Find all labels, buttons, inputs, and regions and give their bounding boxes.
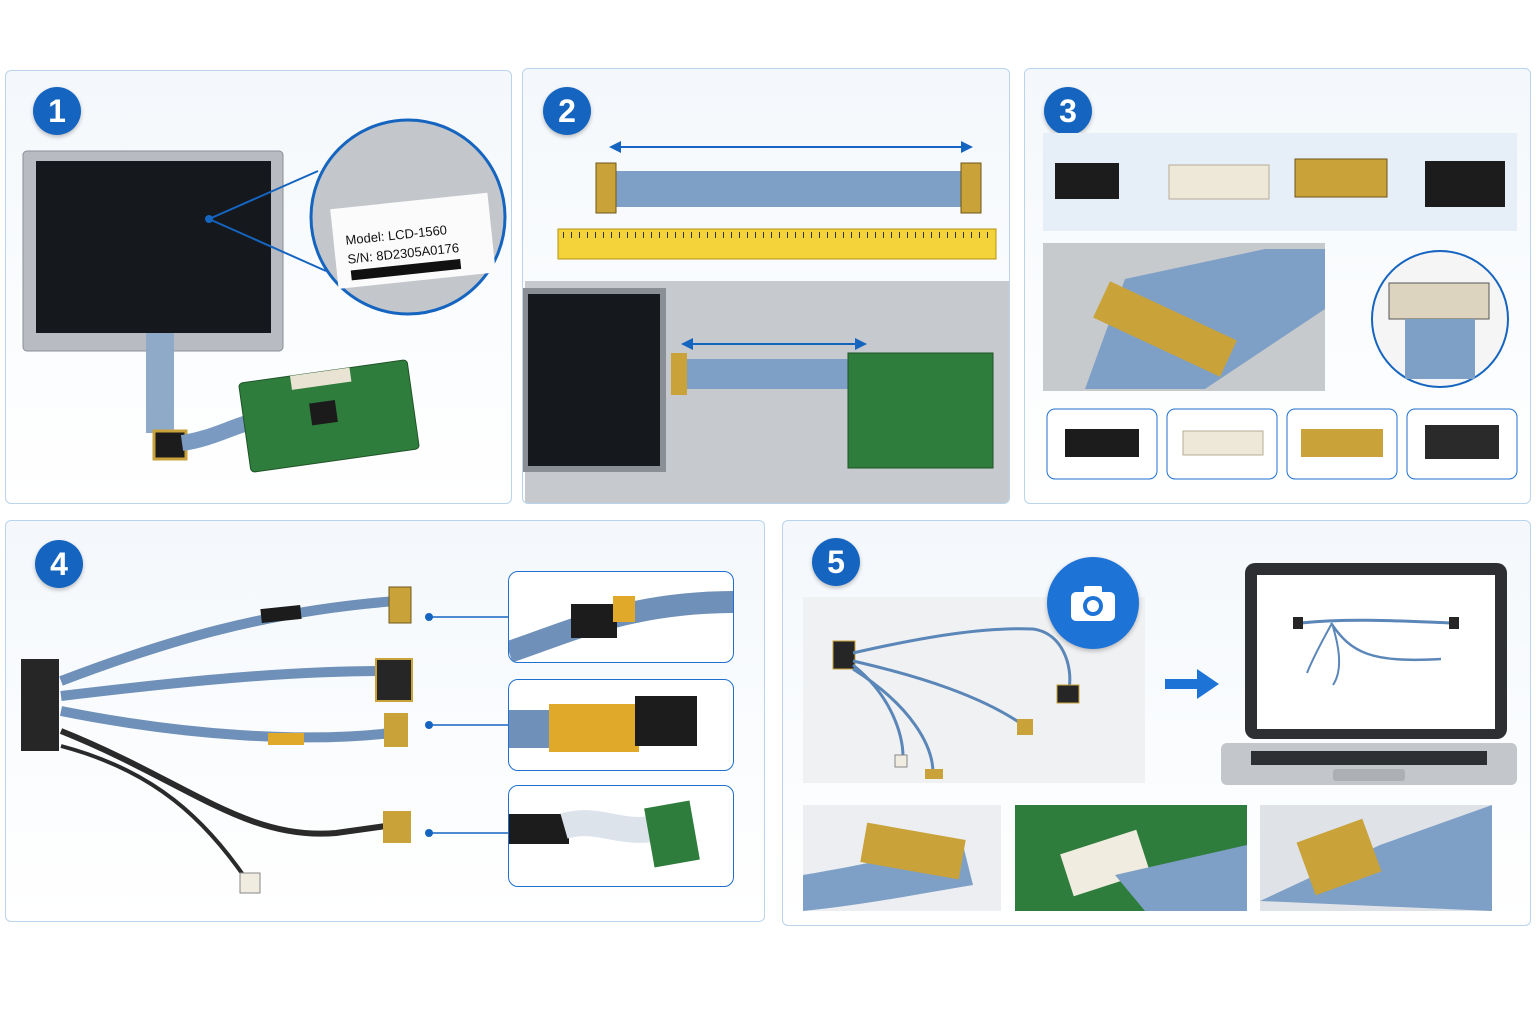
- step-4-badge: 4: [35, 540, 83, 588]
- result-photo-board-connector: [1015, 805, 1247, 911]
- thumb-connector-pins: [1425, 425, 1499, 459]
- captured-branch-4: [852, 667, 935, 774]
- pointer-dot-3: [425, 829, 433, 837]
- harness-branch-5: [60, 744, 248, 881]
- laptop-preview: [1221, 563, 1517, 785]
- captured-branch-2: [852, 659, 1024, 727]
- lcd-screen: [36, 161, 271, 333]
- step-3-badge: 3: [1044, 87, 1092, 135]
- result-photo-gold-connector: [803, 805, 1001, 911]
- captured-branch-1: [852, 627, 1072, 690]
- installed-connector-left: [671, 353, 687, 395]
- detail-board-cable-black: [509, 814, 569, 844]
- length-arrow-left-head: [609, 141, 621, 153]
- laptop-screen-branch-c: [1332, 626, 1340, 686]
- laptop-screen-branch-b: [1306, 624, 1332, 674]
- thumb-connector-black: [1065, 429, 1139, 457]
- cable-connector-right: [960, 162, 982, 214]
- step-3-illustration: [1043, 133, 1518, 480]
- step-1-illustration: Model: LCD-1560 S/N: 8D2305A0176: [22, 118, 507, 473]
- connector-white-1: [1168, 164, 1270, 200]
- step-5-badge: 5: [812, 538, 860, 586]
- branch-4-connector: [383, 811, 411, 843]
- branch-3-tape: [268, 733, 304, 745]
- installed-arrow-left-head: [681, 338, 693, 350]
- captured-connector-3: [894, 754, 908, 768]
- detail-sleeve-tape: [613, 596, 635, 622]
- step-4-illustration: [21, 586, 510, 894]
- thumb-connector-white: [1182, 430, 1264, 456]
- zoom-wires: [1405, 319, 1475, 379]
- branch-5-plug: [239, 872, 261, 894]
- cable-connector-left: [595, 162, 617, 214]
- board-connector: [290, 367, 352, 390]
- detail-thumb-tape: [508, 679, 734, 771]
- detail-tape-black: [635, 696, 697, 746]
- zoom-connector: [1388, 282, 1490, 320]
- zoom-line-top: [208, 170, 319, 220]
- laptop-screen-harness-main: [1300, 618, 1452, 625]
- step-1-panel: 1 Model: LCD-1560 S/N: 8D2305A0176: [5, 70, 512, 504]
- ribbon-cable: [611, 171, 966, 207]
- connector-gold-1: [1294, 158, 1388, 198]
- branch-1-connector: [388, 586, 412, 624]
- captured-connector-4: [925, 769, 943, 779]
- step-1-badge: 1: [33, 87, 81, 135]
- laptop-screen-connector-right: [1449, 617, 1459, 629]
- lcd-flex-cable: [146, 333, 174, 433]
- installed-arrow-right-head: [855, 338, 867, 350]
- connector-black-2: [1425, 161, 1505, 207]
- board-chip: [309, 400, 338, 426]
- step-2-illustration: [523, 141, 1009, 503]
- laptop-screen-connector-left: [1293, 617, 1303, 629]
- label-barcode: [350, 258, 462, 281]
- arrow-right-icon: [1165, 669, 1219, 699]
- step-3-panel: 3: [1024, 68, 1531, 504]
- laptop-screen: [1257, 575, 1495, 729]
- zoom-line-bottom: [208, 218, 327, 272]
- closeup-wires: [1085, 249, 1325, 389]
- chassis-screen: [523, 288, 666, 472]
- branch-2-connector: [375, 658, 413, 702]
- pointer-dot-2: [425, 721, 433, 729]
- detail-board-pcb: [644, 800, 700, 868]
- ribbon-to-board: [180, 413, 257, 451]
- branch-3-connector: [384, 713, 408, 747]
- thumb-connector-gold: [1301, 429, 1383, 457]
- detail-sleeve-clip: [571, 604, 617, 638]
- result-photo-crimped-connector: [1260, 805, 1492, 911]
- detail-thumb-sleeve: [508, 571, 734, 663]
- step-4-panel: 4: [5, 520, 765, 922]
- length-arrow-right-head: [961, 141, 973, 153]
- captured-connector-1: [1056, 684, 1080, 704]
- harness-branch-4: [59, 728, 387, 837]
- detail-tape-wrap: [549, 704, 639, 752]
- installed-board: [847, 352, 994, 469]
- step-2-panel: 2: [522, 68, 1010, 504]
- connector-black-1: [1055, 163, 1119, 199]
- harness-main-connector: [21, 659, 59, 751]
- detail-board-wires: [560, 810, 662, 843]
- measuring-tape: [557, 228, 997, 260]
- captured-connector-2: [1017, 719, 1033, 735]
- zoom-dot: [205, 215, 213, 223]
- laptop-keyboard: [1251, 751, 1487, 765]
- harness-branch-1: [59, 596, 397, 686]
- step-5-panel: 5: [782, 520, 1531, 926]
- installed-cable: [681, 359, 861, 389]
- harness-branch-3: [60, 706, 392, 743]
- harness-branch-2: [60, 666, 387, 701]
- pointer-dot-1: [425, 613, 433, 621]
- laptop-trackpad: [1333, 769, 1405, 781]
- detail-thumb-board: [508, 785, 734, 887]
- step-2-badge: 2: [543, 87, 591, 135]
- closeup-gold-connector: [1093, 281, 1237, 377]
- branch-1-sleeve: [260, 604, 302, 624]
- laptop-screen-branch-a: [1329, 622, 1442, 662]
- captured-main-connector: [832, 640, 856, 670]
- camera-icon[interactable]: [1047, 557, 1139, 649]
